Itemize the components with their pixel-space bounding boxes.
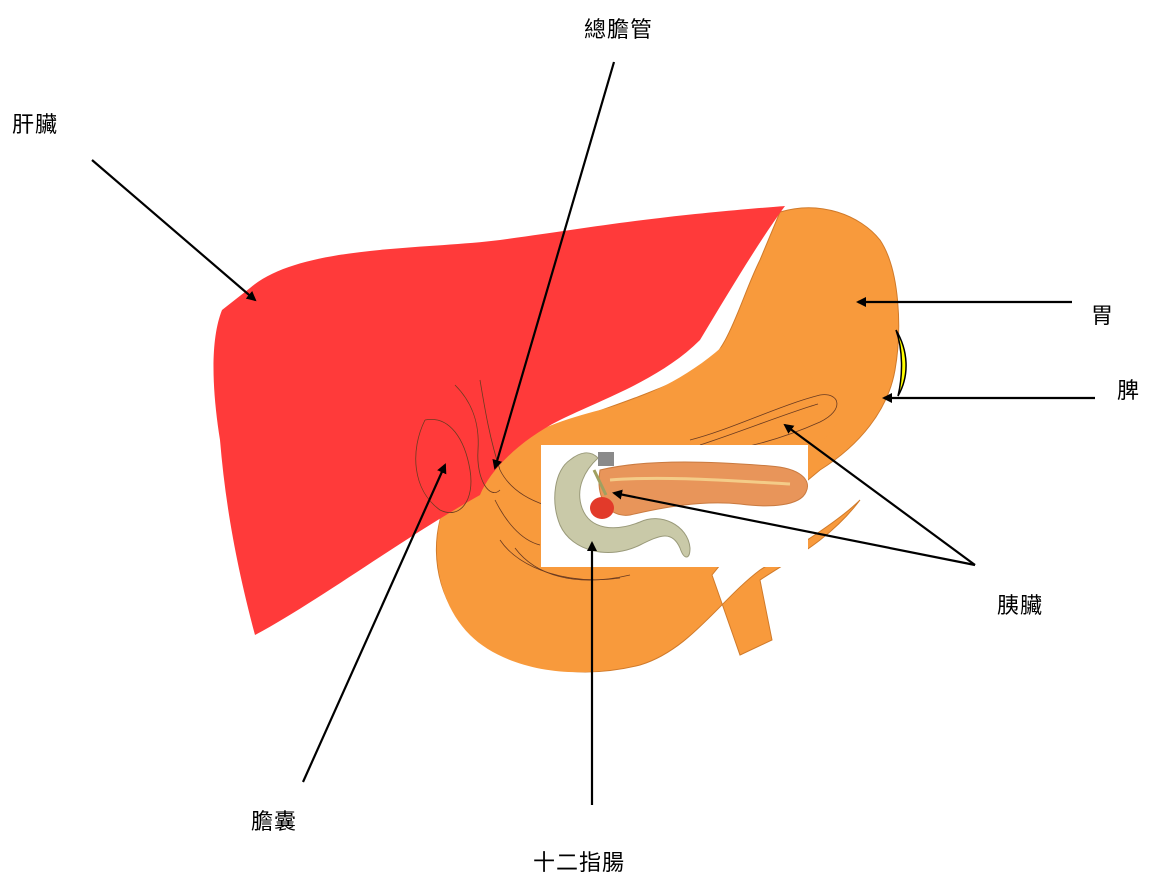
label-pancreas: 胰臟 [997, 588, 1043, 620]
label-common-bile-duct: 總膽管 [584, 12, 653, 44]
arrow-liver [92, 160, 255, 300]
label-liver: 肝臟 [12, 107, 58, 139]
label-stomach: 胃 [1091, 298, 1114, 330]
gallbladder-inset-shape [590, 497, 614, 519]
label-spleen: 脾 [1117, 373, 1140, 405]
label-duodenum: 十二指腸 [533, 845, 625, 877]
label-gallbladder: 膽囊 [251, 804, 297, 836]
